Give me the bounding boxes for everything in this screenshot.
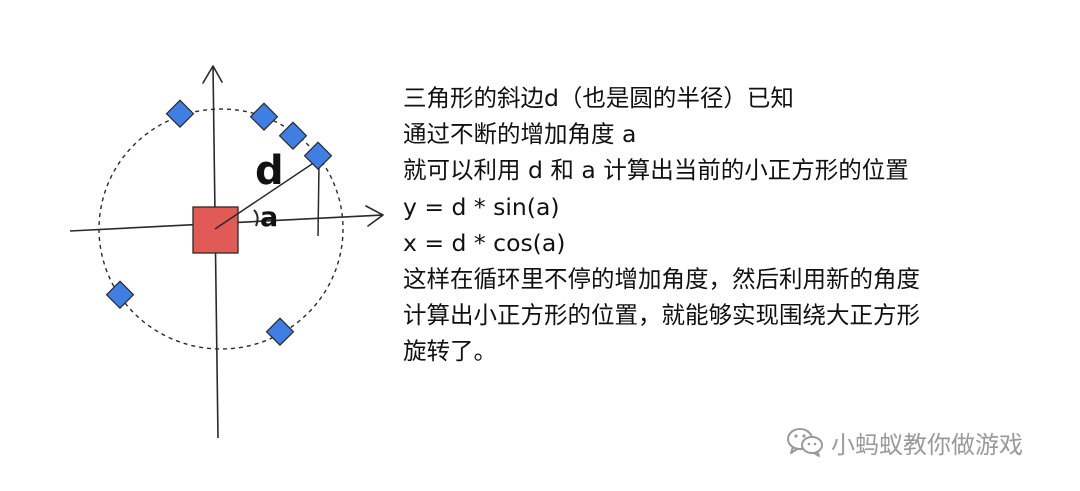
text-line: 旋转了。 bbox=[403, 337, 497, 366]
small-square bbox=[249, 102, 279, 131]
explanation-text: 三角形的斜边d（也是圆的半径）已知 通过不断的增加角度 a 就可以利用 d 和 … bbox=[403, 80, 1043, 370]
radius-label: d bbox=[255, 148, 284, 194]
small-square bbox=[105, 280, 135, 309]
big-square bbox=[192, 206, 239, 254]
text-line: 这样在循环里不停的增加角度，然后利用新的角度 bbox=[403, 265, 920, 294]
x-axis-arrow bbox=[365, 205, 384, 227]
small-square bbox=[265, 317, 295, 346]
text-line: 就可以利用 d 和 a 计算出当前的小正方形的位置 bbox=[403, 156, 909, 185]
radius-line bbox=[214, 159, 319, 230]
y-axis-arrow bbox=[202, 65, 223, 84]
wechat-icon bbox=[787, 428, 823, 457]
projection-line bbox=[317, 163, 320, 237]
formula-x: x = d * cos(a) bbox=[403, 228, 566, 257]
formula-y: y = d * sin(a) bbox=[403, 192, 560, 221]
text-line: 计算出小正方形的位置，就能够实现围绕大正方形 bbox=[403, 301, 920, 330]
text-line: 三角形的斜边d（也是圆的半径）已知 bbox=[403, 84, 794, 112]
watermark-label: 小蚂蚁教你做游戏 bbox=[831, 430, 1023, 459]
watermark: 小蚂蚁教你做游戏 bbox=[785, 424, 1023, 460]
text-line: 通过不断的增加角度 a bbox=[403, 120, 637, 149]
angle-arc bbox=[253, 209, 259, 227]
small-square bbox=[303, 141, 333, 170]
small-square bbox=[165, 99, 195, 128]
small-square bbox=[278, 121, 308, 150]
angle-label: a bbox=[260, 202, 278, 233]
